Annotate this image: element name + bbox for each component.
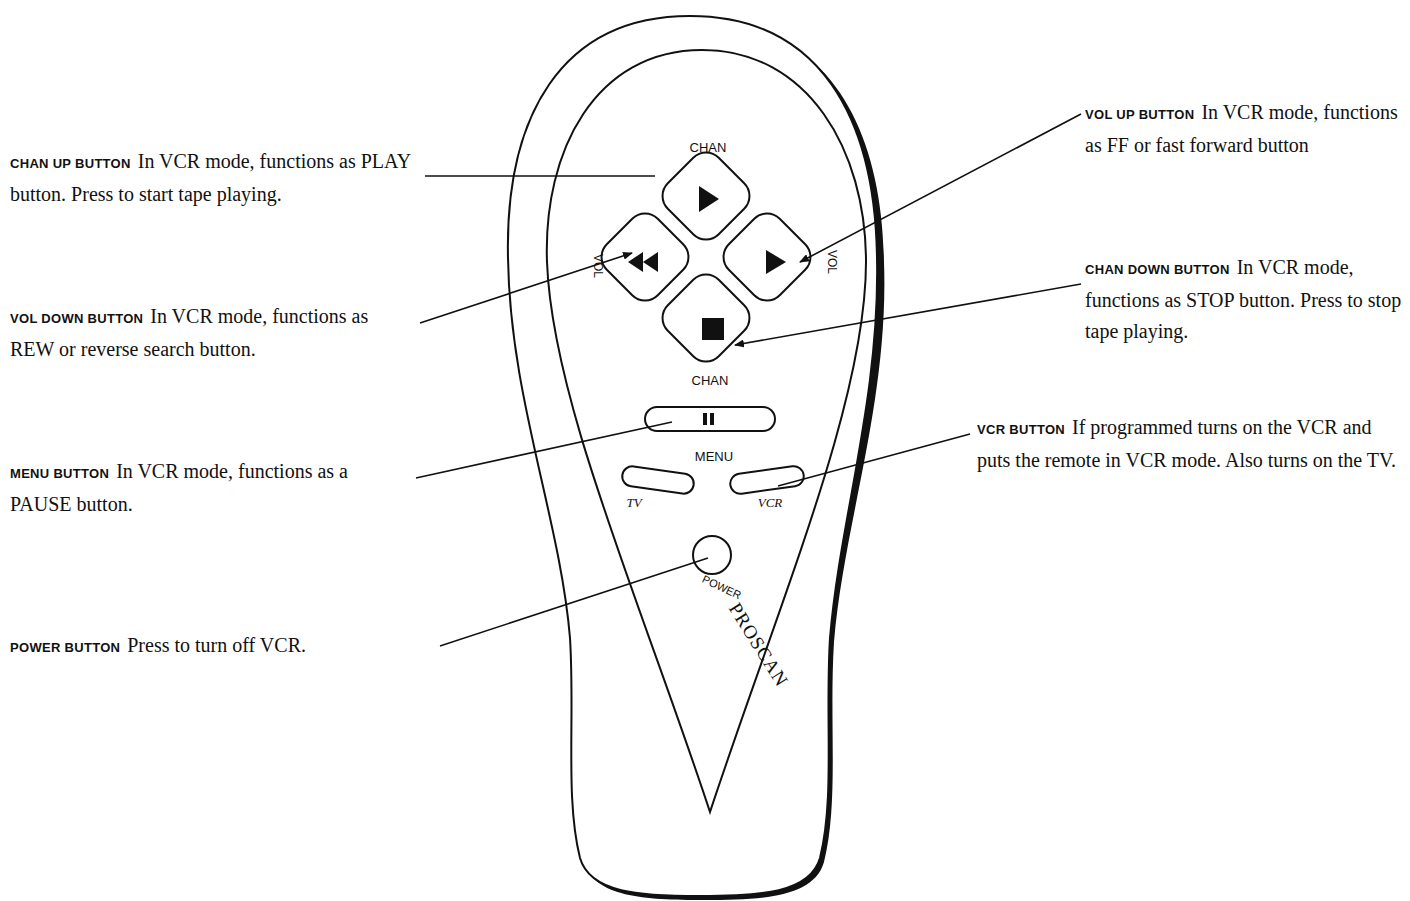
callout-body: Press to turn off VCR. — [127, 634, 306, 656]
button-label: VOL — [591, 254, 605, 278]
vcr-button — [729, 465, 805, 495]
callout-text: CHAN DOWN BUTTONIn VCR mode, functions a… — [1085, 252, 1403, 347]
callout-text: POWER BUTTON Press to turn off VCR. — [10, 630, 440, 663]
callout-heading: CHAN DOWN BUTTON — [1085, 262, 1230, 277]
leader-lines — [416, 114, 1081, 646]
callout-heading: VCR BUTTON — [977, 422, 1065, 437]
callout-heading: CHAN UP BUTTON — [10, 156, 131, 171]
pause-symbol — [703, 413, 707, 425]
power-button — [693, 536, 731, 574]
forward-symbol — [766, 250, 786, 274]
callout-heading: POWER BUTTON — [10, 640, 120, 655]
menu-button — [645, 407, 775, 431]
callout-text: VOL DOWN BUTTONIn VCR mode, functions as… — [10, 301, 410, 365]
button-label: TV — [626, 495, 641, 511]
play-symbol — [699, 186, 719, 212]
button-label: CHAN — [690, 140, 727, 155]
button-label: VCR — [758, 495, 783, 511]
face-outline — [547, 50, 866, 812]
button-label: VOL — [825, 250, 839, 274]
leader-line — [778, 434, 970, 486]
callout-heading: VOL DOWN BUTTON — [10, 311, 143, 326]
stop-symbol — [702, 318, 724, 340]
stop-button — [655, 267, 757, 369]
rewind-symbol — [628, 252, 658, 272]
button-label: MENU — [695, 449, 733, 464]
direction-pad — [594, 145, 818, 369]
callout-heading: VOL UP BUTTON — [1085, 107, 1194, 122]
housing-outline — [508, 16, 877, 896]
button-label: CHAN — [692, 373, 729, 388]
callout-heading: MENU BUTTON — [10, 466, 109, 481]
pause-symbol — [710, 413, 714, 425]
leader-line — [735, 284, 1081, 345]
leader-line — [425, 175, 655, 177]
callout-text: CHAN UP BUTTONIn VCR mode, functions as … — [10, 146, 420, 210]
tv-button — [621, 465, 695, 495]
leader-line — [800, 114, 1081, 262]
leader-line — [420, 253, 632, 323]
callout-text: VCR BUTTONIf programmed turns on the VCR… — [977, 412, 1405, 476]
callout-text: VOL UP BUTTONIn VCR mode, functions as F… — [1085, 97, 1405, 161]
callout-text: MENU BUTTONIn VCR mode, functions as a P… — [10, 456, 410, 520]
leader-line — [416, 422, 672, 478]
leader-line — [440, 558, 708, 646]
